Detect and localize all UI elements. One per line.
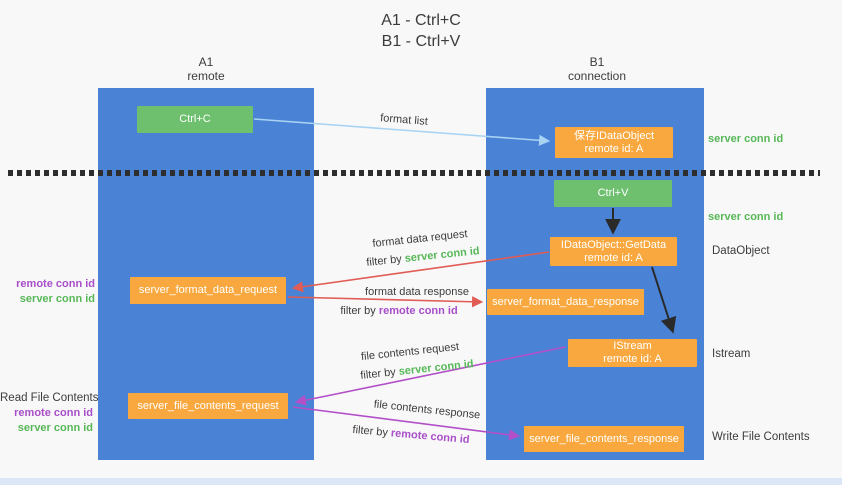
left-conn-id-block-1: remote conn id server conn id (4, 277, 95, 307)
node-ctrl-v: Ctrl+V (554, 180, 672, 207)
label-remote-conn-id-left-2: remote conn id (14, 407, 93, 419)
lane-header-b1: B1 connection (547, 55, 647, 83)
node-istream-line1: IStream (613, 340, 652, 352)
node-idataobject-getdata: IDataObject::GetData remote id: A (550, 237, 677, 266)
arrow-file-contents-request (294, 346, 566, 406)
title-line-1: A1 - Ctrl+C (381, 12, 461, 29)
label-filter-by-remote-conn-id-1: filter by remote conn id (340, 305, 457, 317)
node-server-format-data-response-label: server_format_data_response (492, 295, 639, 308)
label-format-data-response: format data response (365, 286, 469, 298)
lane-a1-role: remote (187, 69, 225, 83)
node-server-file-contents-request-label: server_file_contents_request (137, 399, 279, 412)
node-server-file-contents-response-label: server_file_contents_response (529, 432, 679, 445)
label-write-file-contents: Write File Contents (712, 431, 810, 443)
node-server-file-contents-request: server_file_contents_request (128, 393, 288, 419)
dotted-divider-line (8, 170, 820, 176)
title-line-2: B1 - Ctrl+V (381, 33, 461, 50)
label-read-file-contents: Read File Contents (0, 392, 99, 404)
node-ctrl-v-label: Ctrl+V (597, 187, 629, 199)
label-dataobject: DataObject (712, 245, 770, 257)
bottom-edge-strip (0, 478, 842, 485)
node-istream: IStream remote id: A (568, 339, 697, 367)
label-server-conn-id-left-2: server conn id (17, 422, 93, 434)
node-istream-line2: remote id: A (603, 353, 662, 365)
node-idataobject-getdata-line1: IDataObject::GetData (560, 238, 667, 251)
label-server-conn-id-right-2: server conn id (708, 211, 784, 223)
arrow-getdata-to-istream (651, 266, 677, 334)
arrow-file-contents-response (292, 406, 521, 441)
arrow-format-list (253, 118, 551, 146)
node-save-idataobject-line1: 保存IDataObject (573, 129, 655, 142)
label-istream: Istream (712, 348, 751, 360)
arrow-format-data-request (291, 251, 550, 293)
filter-prefix: filter by (340, 305, 376, 317)
lane-b1-name: B1 (589, 55, 605, 69)
node-server-format-data-request-label: server_format_data_request (138, 284, 278, 296)
filter-remote-conn-id: remote conn id (378, 305, 458, 317)
lane-a1-name: A1 (198, 55, 214, 69)
node-server-file-contents-response: server_file_contents_response (524, 426, 684, 452)
diagram-title: A1 - Ctrl+C B1 - Ctrl+V (0, 10, 842, 52)
node-server-format-data-request: server_format_data_request (130, 277, 286, 304)
label-server-conn-id-right-1: server conn id (708, 133, 784, 145)
lane-header-a1: A1 remote (156, 55, 256, 83)
node-ctrl-c: Ctrl+C (137, 106, 253, 133)
node-save-idataobject-line2: remote id: A (584, 142, 644, 155)
lane-b1-role: connection (567, 69, 627, 83)
label-remote-conn-id-left-1: remote conn id (16, 278, 95, 290)
node-server-format-data-response: server_format_data_response (487, 289, 644, 315)
node-save-idataobject: 保存IDataObject remote id: A (555, 127, 673, 158)
arrow-format-data-response (287, 296, 484, 308)
label-server-conn-id-left-1: server conn id (19, 293, 95, 305)
left-conn-id-block-2: Read File Contents remote conn id server… (0, 391, 99, 436)
node-ctrl-c-label: Ctrl+C (179, 113, 211, 125)
node-idataobject-getdata-line2: remote id: A (584, 251, 643, 264)
